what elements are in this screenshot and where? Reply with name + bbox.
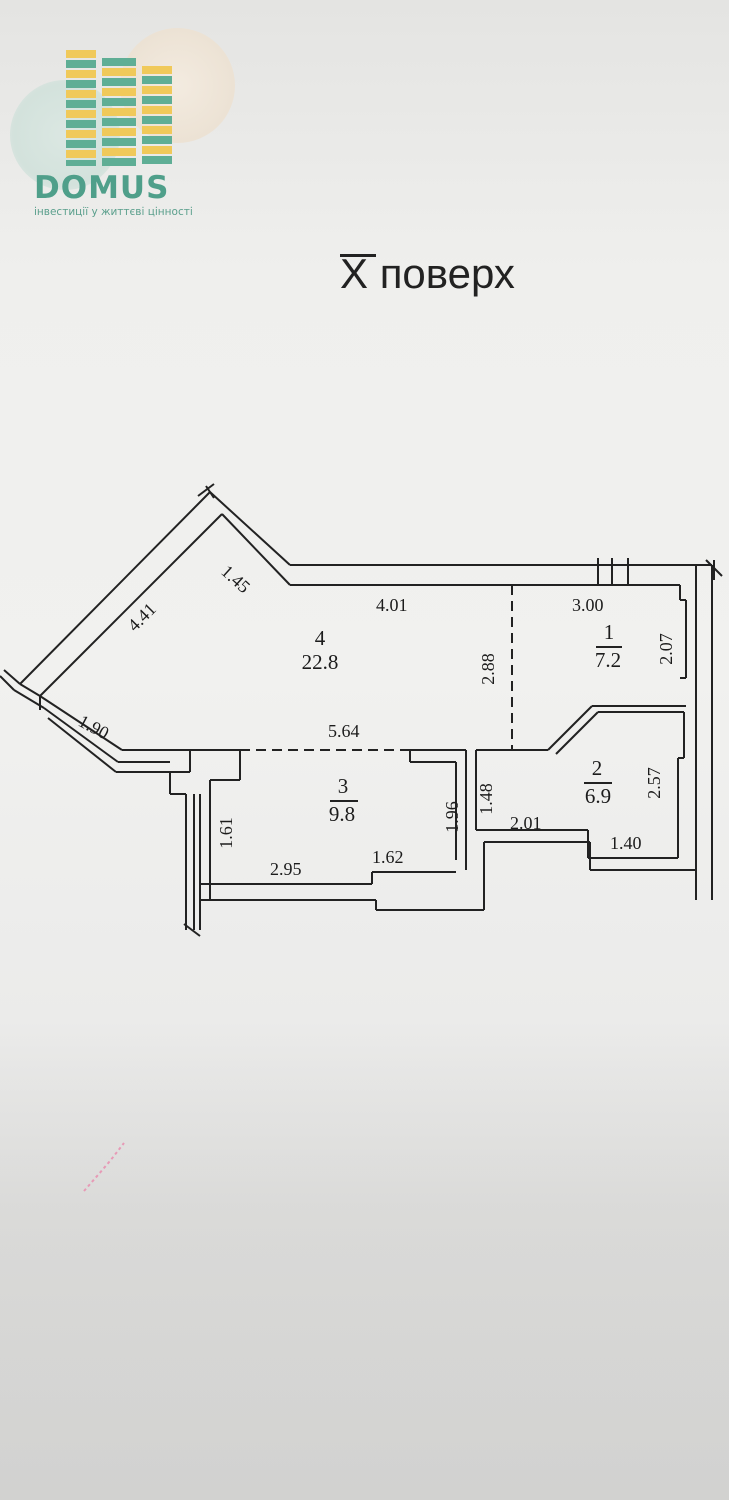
buildings-icon [66, 50, 172, 166]
room-1-fraction-line [596, 646, 622, 648]
plan-walls [0, 483, 723, 937]
room-1-area: 7.2 [594, 648, 622, 672]
dim-2-07: 2.07 [655, 633, 676, 665]
pink-ink-mark [83, 1142, 125, 1192]
logo-brand: DOMUS [34, 170, 170, 206]
floor-word: поверх [379, 250, 515, 297]
dim-4-01: 4.01 [376, 595, 408, 615]
dim-1-61: 1.61 [215, 817, 236, 849]
room-4-area: 22.8 [301, 650, 339, 674]
numeral-overline [340, 254, 376, 257]
room-3-number: 3 [337, 774, 349, 798]
dim-1-62: 1.62 [372, 847, 404, 867]
logo-disc-teal-icon [10, 80, 120, 190]
domus-logo: DOMUS інвестиції у життєві цінності [10, 20, 235, 225]
logo-disc-icon [120, 28, 235, 143]
dim-2-57: 2.57 [643, 767, 664, 799]
dim-1-40: 1.40 [610, 833, 642, 853]
room-2-number: 2 [591, 756, 603, 780]
floor-title: X поверх [340, 250, 515, 298]
room-1-number: 1 [603, 620, 615, 644]
dim-5-64: 5.64 [328, 721, 360, 741]
dim-1-48: 1.48 [475, 783, 496, 815]
floor-numeral: X [340, 250, 369, 297]
dim-2-01: 2.01 [510, 813, 542, 833]
lower-shadow [0, 1020, 729, 1500]
room-2-area: 6.9 [584, 784, 612, 808]
room-3-area: 9.8 [328, 802, 356, 826]
logo-tagline: інвестиції у життєві цінності [34, 206, 193, 218]
dim-2-95: 2.95 [270, 859, 302, 879]
floor-plan: 4 22.8 1 7.2 2 6.9 3 9.8 1.45 4.41 4.01 … [0, 460, 729, 960]
dim-3-00: 3.00 [572, 595, 604, 615]
dim-2-88: 2.88 [477, 653, 498, 685]
room-4-number: 4 [314, 626, 326, 650]
room-2-fraction-line [584, 782, 612, 784]
room-3-fraction-line [330, 800, 358, 802]
dim-1-96: 1.96 [441, 801, 462, 833]
